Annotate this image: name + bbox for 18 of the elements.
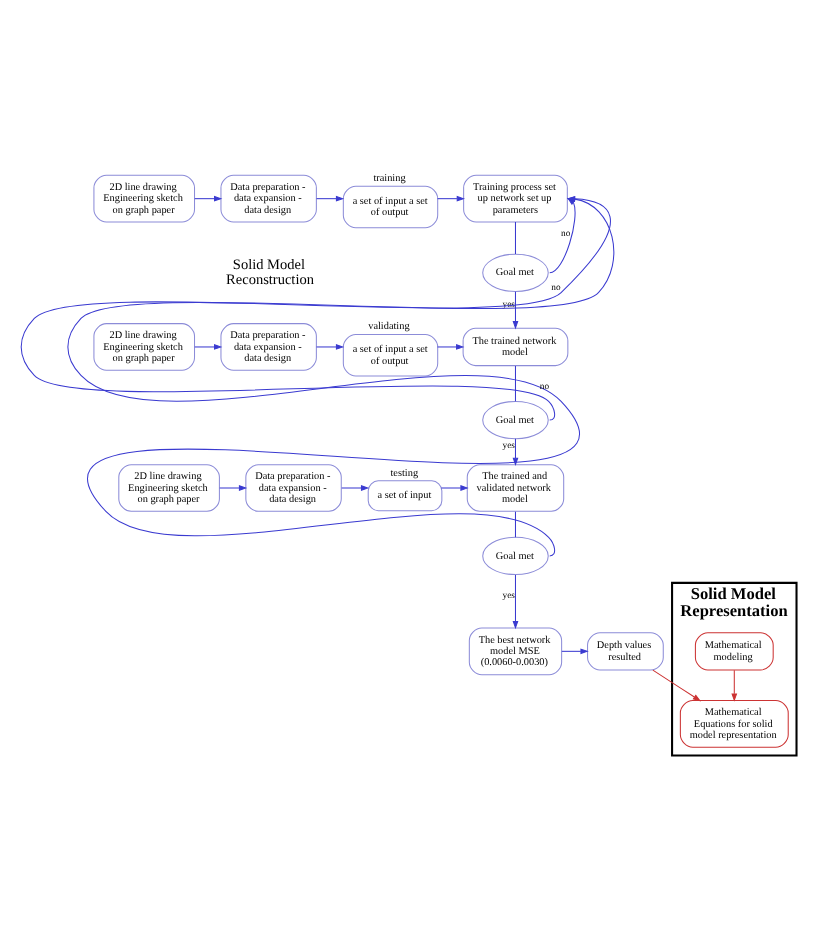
arrow <box>440 485 469 491</box>
arrow <box>652 669 702 702</box>
arrow <box>731 669 738 702</box>
arrow <box>512 291 519 330</box>
arrow <box>219 485 248 491</box>
arrow <box>316 344 345 350</box>
arrow <box>512 574 519 630</box>
arrow <box>561 648 589 655</box>
arrow <box>512 438 519 467</box>
arrow <box>194 344 223 350</box>
arrow <box>194 195 223 202</box>
connector <box>514 365 516 402</box>
connector <box>514 221 516 255</box>
arrow <box>316 195 345 202</box>
connector <box>514 511 516 538</box>
arrow <box>437 344 465 350</box>
arrow <box>437 195 465 202</box>
arrow <box>341 485 370 491</box>
